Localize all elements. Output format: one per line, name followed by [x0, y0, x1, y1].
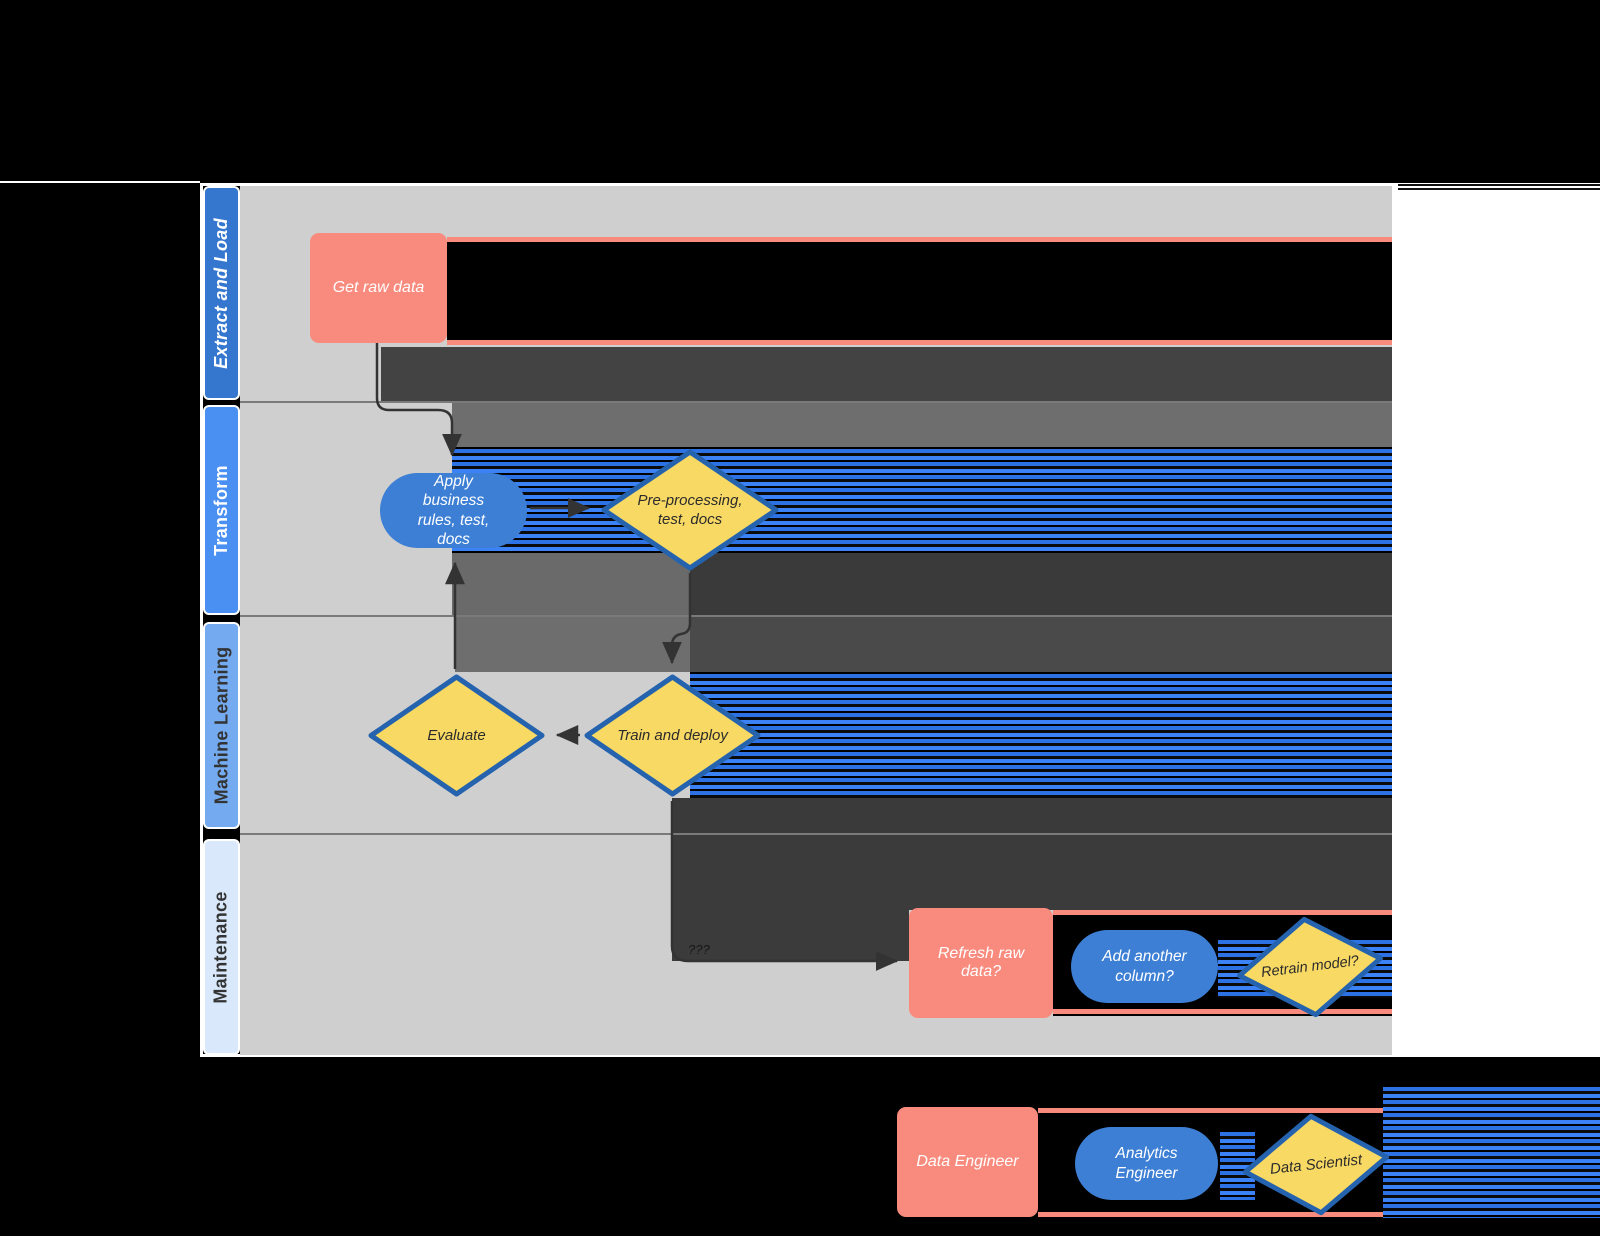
glitch-salmon-stripe [447, 340, 1392, 345]
node-pre-processing[interactable]: Pre-processing, test, docs [600, 448, 780, 572]
lane-divider-2 [240, 615, 1392, 617]
frame-smear-right-1 [1398, 184, 1600, 186]
legend-data-scientist: Data Scientist [1236, 1104, 1396, 1224]
node-train-and-deploy[interactable]: Train and deploy [583, 673, 762, 798]
connector-label: ??? [688, 942, 710, 957]
node-get-raw-data[interactable]: Get raw data [310, 233, 447, 343]
lane-bar-machine-learning[interactable]: Machine Learning [203, 622, 240, 829]
frame-smear-left [0, 181, 200, 183]
glitch-band [381, 347, 1392, 401]
lane-label: Extract and Load [211, 217, 231, 369]
node-label: Pre-processing, test, docs [637, 491, 743, 529]
lane-label: Transform [211, 464, 232, 556]
decision-diamond-shape [1242, 1113, 1390, 1216]
glitch-band [690, 617, 1392, 672]
page-margin-right [1398, 183, 1600, 1057]
legend-analytics-engineer: Analytics Engineer [1075, 1127, 1218, 1200]
lane-label: Maintenance [211, 890, 231, 1004]
glitch-band [452, 403, 1392, 447]
glitch-band [672, 798, 1392, 833]
decision-diamond-shape [368, 674, 545, 797]
glitch-salmon-stripe [1038, 1108, 1392, 1113]
lane-divider-1 [240, 401, 1392, 403]
node-refresh-raw-data[interactable]: Refresh raw data? [909, 908, 1053, 1018]
frame-bottom [200, 1054, 1398, 1057]
lane-bar-maintenance[interactable]: Maintenance [203, 839, 240, 1055]
glitch-salmon-stripe [447, 237, 1392, 242]
glitch-streaks [690, 672, 1392, 798]
frame-smear-right-2 [1398, 188, 1600, 190]
decision-diamond-shape [601, 449, 779, 571]
glitch-band [690, 553, 1392, 615]
node-add-another-column[interactable]: Add another column? [1071, 930, 1218, 1003]
node-label: Evaluate [427, 726, 486, 744]
glitch-band [447, 237, 1392, 345]
decision-diamond-shape [584, 674, 761, 797]
node-label: Train and deploy [617, 726, 728, 744]
glitch-salmon-stripe [1038, 1212, 1392, 1217]
node-evaluate[interactable]: Evaluate [367, 673, 546, 798]
glitch-streaks [1383, 1085, 1600, 1218]
glitch-band [452, 553, 690, 615]
legend-data-engineer: Data Engineer [897, 1107, 1038, 1217]
frame-top [200, 183, 1398, 186]
glitch-streaks [1220, 1130, 1255, 1200]
glitch-streaks [452, 447, 1392, 553]
lane-label: Machine Learning [211, 646, 232, 805]
glitch-salmon-stripe [1053, 1009, 1392, 1014]
frame-right [1392, 183, 1398, 1057]
glitch-salmon-stripe [1053, 910, 1392, 915]
glitch-band [672, 835, 1392, 910]
node-retrain-model[interactable]: Retrain model? [1229, 906, 1391, 1028]
lane-bar-extract-and-load[interactable]: Extract and Load [203, 186, 240, 400]
frame-left [200, 183, 203, 1057]
glitch-band [455, 617, 690, 672]
lane-bar-transform[interactable]: Transform [203, 405, 240, 615]
decision-diamond-shape [1237, 916, 1383, 1018]
node-apply-business-rules[interactable]: Apply business rules, test, docs [380, 473, 527, 548]
